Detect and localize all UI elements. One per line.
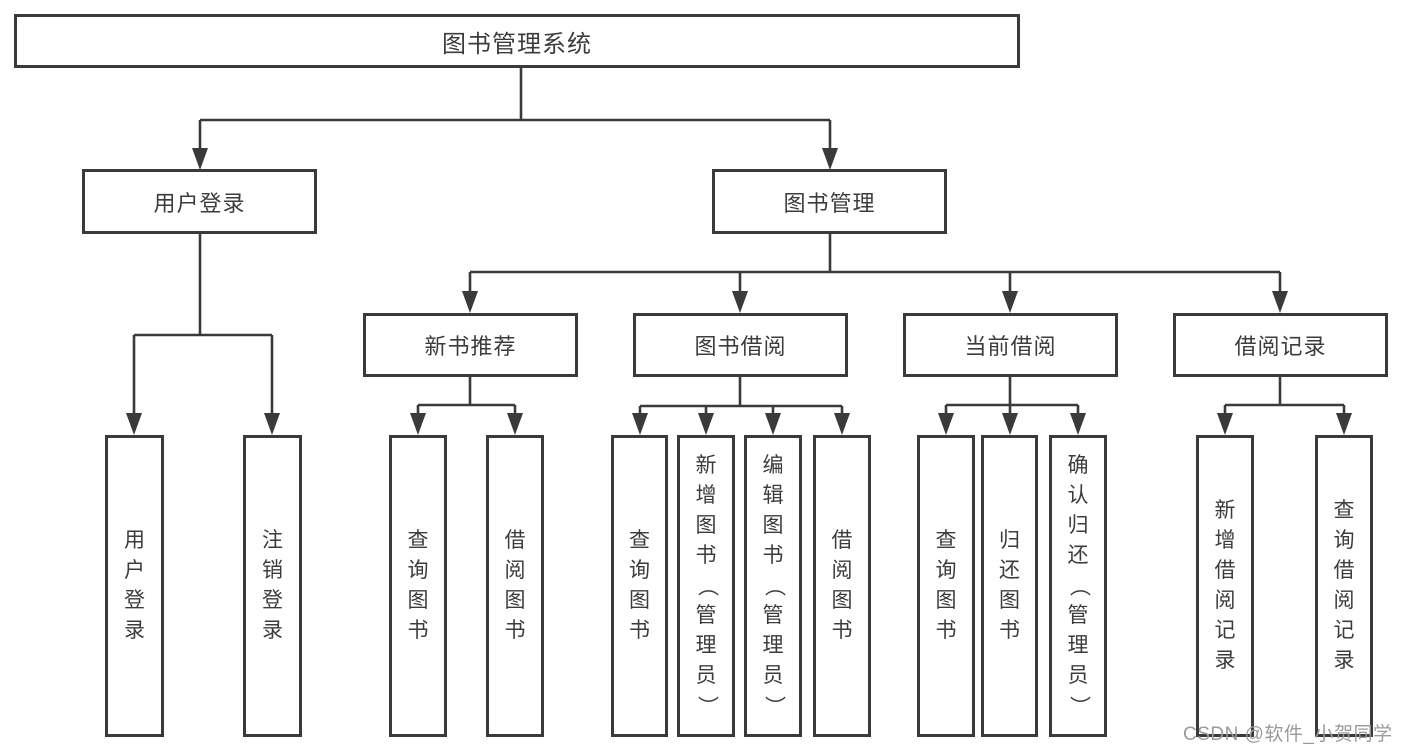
leaf-user-login: 用户登录: [105, 435, 164, 737]
leaf-query-books-recommend: 查询图书: [389, 435, 447, 737]
node-new-book-recommend: 新书推荐: [363, 313, 578, 377]
node-root-system: 图书管理系统: [14, 14, 1020, 68]
node-book-borrow: 图书借阅: [633, 313, 848, 377]
arrowhead-icon: [765, 413, 781, 435]
arrowhead-icon: [1336, 413, 1352, 435]
arrowhead-icon: [698, 413, 714, 435]
arrowhead-icon: [732, 291, 748, 313]
arrowhead-icon: [1002, 413, 1018, 435]
leaf-edit-books-admin: 编辑图书（管理员）: [744, 435, 802, 737]
connector-book-management-to-level3: [462, 233, 1288, 313]
arrowhead-icon: [1272, 291, 1288, 313]
arrowhead-icon: [264, 413, 280, 435]
leaf-borrow-books-recommend: 借阅图书: [486, 435, 544, 737]
node-borrow-records: 借阅记录: [1173, 313, 1388, 377]
node-current-borrow: 当前借阅: [903, 313, 1118, 377]
arrowhead-icon: [1002, 291, 1018, 313]
node-user-login: 用户登录: [82, 169, 317, 234]
leaf-add-books-admin: 新增图书（管理员）: [677, 435, 735, 737]
arrowhead-icon: [126, 413, 142, 435]
leaf-confirm-return-admin: 确认归还（管理员）: [1049, 435, 1107, 737]
leaf-query-books-current: 查询图书: [917, 435, 975, 737]
leaf-add-borrow-record: 新增借阅记录: [1196, 435, 1254, 737]
leaf-borrow-books: 借阅图书: [813, 435, 871, 737]
arrowhead-icon: [192, 148, 208, 170]
arrowhead-icon: [462, 291, 478, 313]
arrowhead-icon: [1217, 413, 1233, 435]
arrowhead-icon: [938, 413, 954, 435]
arrowhead-icon: [834, 413, 850, 435]
leaf-return-books: 归还图书: [981, 435, 1038, 737]
arrowhead-icon: [822, 148, 838, 170]
leaf-logout: 注销登录: [243, 435, 302, 737]
connector-book-borrow-to-leaves: [632, 377, 850, 435]
connector-new-book-to-leaves: [410, 377, 523, 435]
arrowhead-icon: [507, 413, 523, 435]
leaf-query-borrow-record: 查询借阅记录: [1315, 435, 1373, 737]
arrowhead-icon: [1070, 413, 1086, 435]
arrowhead-icon: [632, 413, 648, 435]
connector-user-login-to-leaves: [126, 233, 280, 435]
arrowhead-icon: [410, 413, 426, 435]
csdn-watermark: CSDN @软件_小贺同学: [1183, 724, 1393, 745]
connector-current-borrow-to-leaves: [938, 377, 1086, 435]
connector-root-to-level2: [192, 67, 838, 170]
leaf-query-books-borrow: 查询图书: [611, 435, 668, 737]
node-book-management: 图书管理: [712, 169, 947, 234]
connector-borrow-records-to-leaves: [1217, 377, 1352, 435]
